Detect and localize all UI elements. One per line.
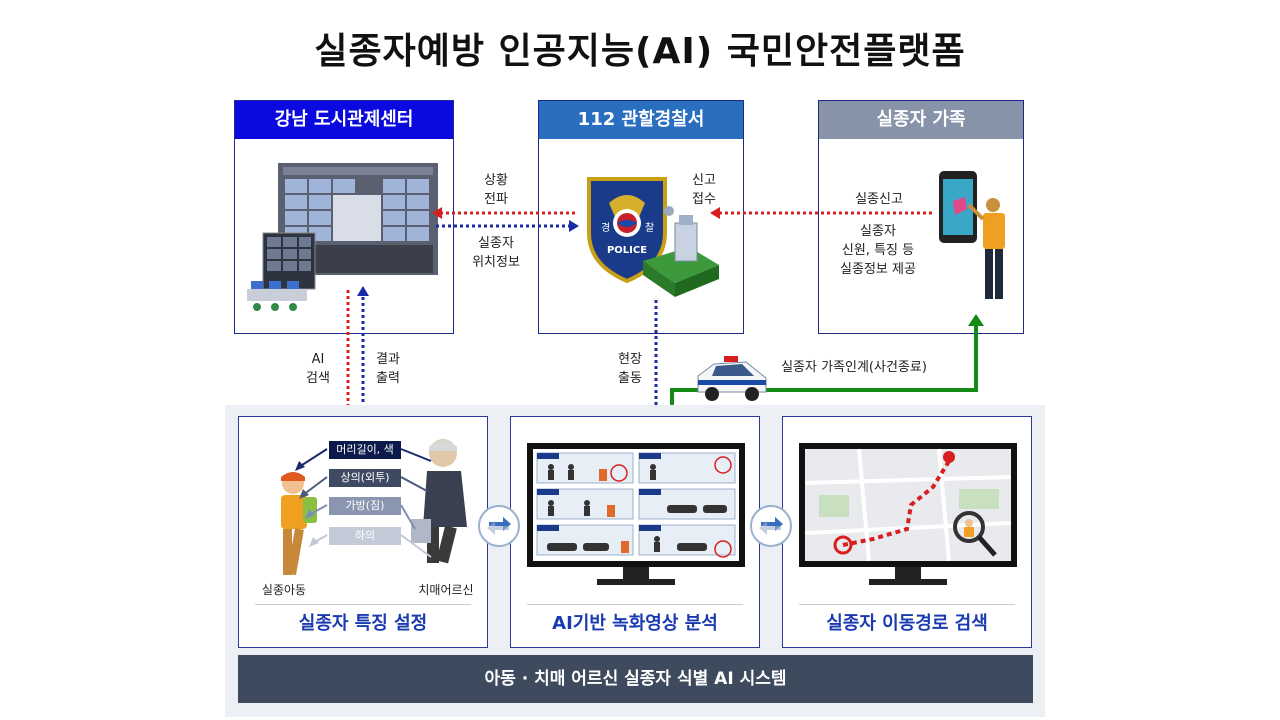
monitor-route-map [799,443,1017,585]
label-ai-search: AI 검색 [306,352,330,386]
panel-family-title: 실종자 가족 [819,101,1023,139]
page-title: 실종자예방 인공지능(AI) 국민안전플랫폼 [314,31,966,72]
label-missing-location: 실종자 위치정보 [472,236,520,270]
label-missing-info: 실종자 신원, 특징 등 실종정보 제공 [840,224,916,277]
tag-bottom: 하의 [329,527,401,545]
panel-police-title: 112 관할경찰서 [539,101,743,139]
label-result-output: 결과 출력 [376,352,400,386]
box-feature-setting: 머리길이, 색 상의(외투) 가방(짐) 하의 실종아동 치매어르신 실종자 특… [238,416,488,648]
label-elderly-dementia: 치매어르신 [418,583,474,597]
panel-police-station: 112 관할경찰서 경 찰 POLICE [538,100,744,334]
panel-gangnam-title: 강남 도시관제센터 [235,101,453,139]
panel-missing-family: 실종자 가족 [818,100,1024,334]
exchange-arrows-icon [750,505,792,547]
label-missing-report: 실종신고 [855,192,903,207]
exchange-arrows-icon [478,505,520,547]
police-badge-icon: 경 찰 POLICE [587,177,719,297]
divider [255,604,471,605]
label-family-handover: 실종자 가족인계(사건종료) [781,360,927,375]
divider [799,604,1015,605]
panel-gangnam-control-center: 강남 도시관제센터 [234,100,454,334]
divider [527,604,743,605]
police-car-icon [697,356,767,401]
tag-bag: 가방(짐) [329,497,401,515]
caption-feature-setting: 실종자 특징 설정 [298,613,428,634]
label-dispatch: 현장 출동 [618,352,642,386]
label-report-receive: 신고 접수 [692,173,716,207]
missing-child-icon [281,472,317,576]
smartphone-user-icon [939,171,1005,299]
box-route-search: 실종자 이동경로 검색 [782,416,1032,648]
caption-video-analysis: AI기반 녹화영상 분석 [552,613,718,634]
caption-route-search: 실종자 이동경로 검색 [826,613,988,634]
elderly-person-icon [411,439,467,564]
police-badge-left-char: 경 [601,221,610,234]
feature-pointer-arrows [295,448,432,558]
tag-hair: 머리길이, 색 [329,441,401,459]
ai-system-title-bar: 아동 · 치매 어르신 실종자 식별 AI 시스템 [238,655,1033,703]
police-badge-text: POLICE [607,245,647,256]
control-room-illustration [247,163,438,311]
tag-top-outerwear: 상의(외투) [329,469,401,487]
label-missing-child: 실종아동 [261,583,307,597]
box-video-analysis: AI기반 녹화영상 분석 [510,416,760,648]
label-situation-propagation: 상황 전파 [484,173,508,207]
police-badge-right-char: 찰 [645,222,654,234]
monitor-cctv-grid [527,443,745,585]
